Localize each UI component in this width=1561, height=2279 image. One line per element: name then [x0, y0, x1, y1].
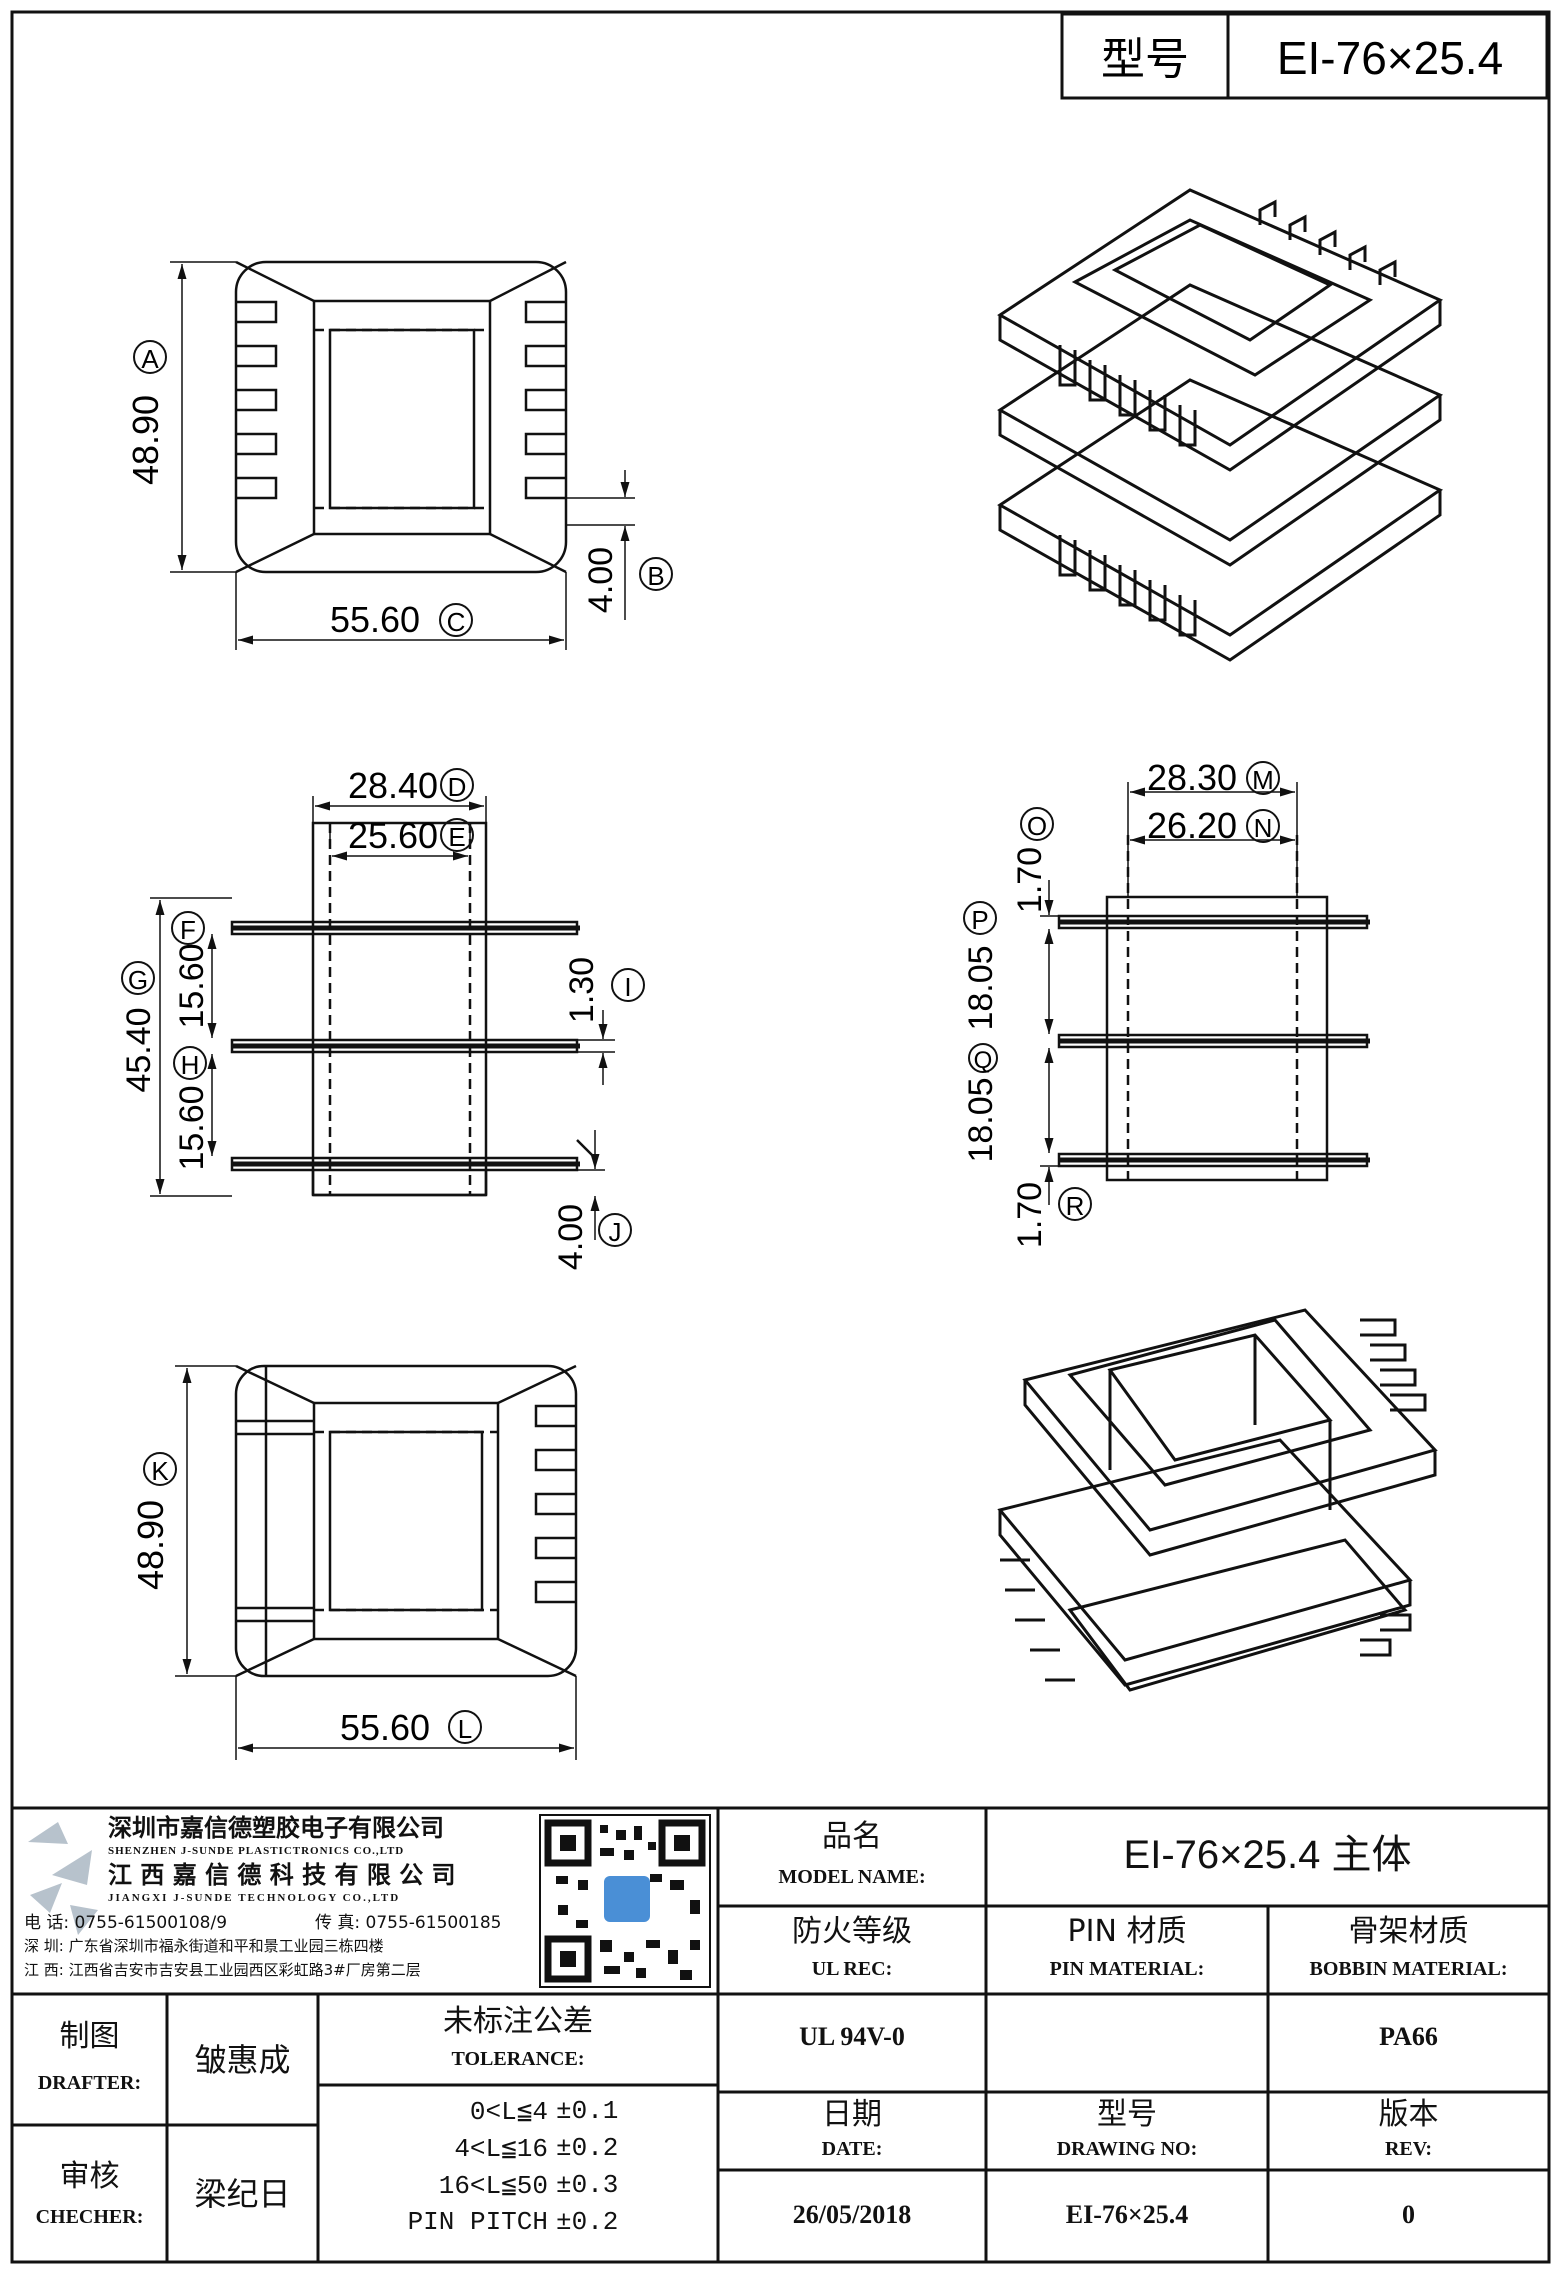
front-pin-tag: J — [609, 1217, 622, 1247]
front-total-height: 45.40 — [120, 1007, 158, 1092]
bobbin-material-label-cn: 骨架材质 — [1348, 1914, 1469, 1949]
side-inner-width: 26.20 — [1147, 805, 1237, 846]
bottom-height-tag: K — [151, 1456, 169, 1486]
bobbin-material-value: PA66 — [1379, 2022, 1438, 2051]
company-address-sz: 深 圳: 广东省深圳市福永街道和平和景工业园三栋四楼 — [24, 1937, 384, 1955]
front-mid-tag: I — [624, 972, 631, 1002]
side-bottom-tag: R — [1066, 1191, 1085, 1221]
tolerance-value: ±0.1 — [556, 2096, 619, 2126]
front-lower-tag: H — [181, 1050, 200, 1080]
front-view — [150, 796, 615, 1240]
tolerance-row: 0<L≦4 ±0.1 — [318, 2092, 718, 2128]
model-name-label-en: MODEL NAME: — [778, 1866, 926, 1888]
side-top-flange: 1.70 — [1011, 847, 1049, 913]
title-block-grid — [12, 1806, 1549, 2262]
top-height-tag: A — [141, 344, 159, 374]
front-mid-flange: 1.30 — [563, 957, 601, 1023]
front-flange-tag: F — [180, 915, 196, 945]
company-address-jx: 江 西: 江西省吉安市吉安县工业园西区彩虹路3#厂房第二层 — [24, 1961, 421, 1979]
tolerance-row: 16<L≦50 ±0.3 — [318, 2166, 718, 2202]
tolerance-value: ±0.2 — [556, 2133, 619, 2163]
drafter-label-en: DRAFTER: — [37, 2072, 142, 2094]
tolerance-range: 4<L≦16 — [454, 2134, 548, 2164]
ul-label-cn: 防火等级 — [792, 1914, 912, 1949]
company-name-cn-1: 深圳市嘉信德塑胶电子有限公司 — [108, 1814, 444, 1842]
side-upper-height: 18.05 — [962, 945, 1000, 1030]
company-name-en-1: SHENZHEN J-SUNDE PLASTICTRONICS CO.,LTD — [108, 1845, 405, 1857]
drawing-no-value: EI-76×25.4 — [1065, 2200, 1189, 2229]
company-fax: 传 真: 0755-61500185 — [315, 1913, 502, 1933]
company-name-cn-2: 江 西 嘉 信 德 科 技 有 限 公 司 — [108, 1861, 456, 1889]
company-logo-icon — [28, 1822, 98, 1935]
front-inner-width: 25.60 — [348, 815, 438, 856]
front-total-tag: G — [128, 965, 148, 995]
tolerance-range: 16<L≦50 — [438, 2171, 548, 2201]
bobbin-material-label-en: BOBBIN MATERIAL: — [1309, 1958, 1508, 1980]
header-model-box: 型号 EI-76×25.4 — [1060, 12, 1549, 100]
header-model-label: 型号 — [1101, 34, 1189, 85]
drawing-no-label-cn: 型号 — [1097, 2097, 1157, 2132]
tolerance-range: PIN PITCH — [407, 2207, 548, 2237]
front-outer-width: 28.40 — [348, 765, 438, 806]
company-name-en-2: JIANGXI J-SUNDE TECHNOLOGY CO.,LTD — [108, 1892, 401, 1904]
ul-value: UL 94V-0 — [799, 2022, 905, 2051]
header-model-value: EI-76×25.4 — [1277, 32, 1503, 84]
front-outer-tag: D — [448, 772, 467, 802]
bottom-height-dim: 48.90 — [130, 1500, 171, 1590]
top-height-dim: 48.90 — [125, 395, 166, 485]
model-name-label-cn: 品名 — [822, 1819, 882, 1854]
iso-view-bottom — [997, 1308, 1438, 1692]
pin-material-label-cn: PIN 材质 — [1067, 1914, 1187, 1949]
tolerance-value: ±0.3 — [556, 2170, 619, 2200]
qr-code-icon — [539, 1814, 711, 1988]
ul-label-en: UL REC: — [811, 1958, 893, 1980]
top-width-tag: C — [447, 607, 466, 637]
top-pin-tag: B — [647, 561, 664, 591]
front-lower-winding: 15.60 — [173, 1085, 211, 1170]
rev-label-cn: 版本 — [1378, 2097, 1439, 2132]
top-view — [170, 260, 635, 650]
side-outer-tag: M — [1252, 765, 1274, 795]
side-top-tag: O — [1027, 811, 1047, 841]
sheet-border — [10, 10, 1551, 2264]
iso-view-top — [997, 188, 1444, 662]
tolerance-value: ±0.2 — [556, 2207, 619, 2237]
tolerance-row: 4<L≦16 ±0.2 — [318, 2129, 718, 2165]
drafter-label-cn: 制图 — [59, 2019, 120, 2054]
rev-value: 0 — [1402, 2200, 1415, 2229]
bottom-width-tag: L — [458, 1714, 472, 1744]
pin-material-label-en: PIN MATERIAL: — [1049, 1958, 1205, 1980]
drawing-no-label-en: DRAWING NO: — [1056, 2138, 1198, 2160]
front-pin-length: 4.00 — [552, 1204, 590, 1270]
checker-value: 梁纪日 — [194, 2175, 291, 2213]
tolerance-row: PIN PITCH ±0.2 — [318, 2203, 718, 2239]
checker-label-en: CHECHER: — [35, 2206, 144, 2228]
front-inner-tag: E — [448, 822, 465, 852]
checker-label-cn: 审核 — [59, 2159, 120, 2194]
side-lower-tag: Q — [974, 1047, 993, 1074]
side-lower-height: 18.05 — [962, 1077, 1000, 1162]
tolerance-range: 0<L≦4 — [469, 2097, 548, 2127]
top-pin-dim: 4.00 — [582, 547, 620, 613]
front-upper-winding: 15.60 — [173, 943, 211, 1028]
date-value: 26/05/2018 — [792, 2200, 912, 2229]
tolerance-label-cn: 未标注公差 — [443, 2004, 593, 2039]
drafter-value: 皱惠成 — [194, 2041, 291, 2079]
bottom-view — [175, 1364, 578, 1760]
date-label-cn: 日期 — [822, 2097, 882, 2132]
bottom-width-dim: 55.60 — [340, 1707, 430, 1748]
side-upper-tag: P — [971, 905, 988, 935]
model-name-value: EI-76×25.4 主体 — [1123, 1833, 1412, 1877]
company-phone: 电 话: 0755-61500108/9 — [24, 1913, 228, 1933]
side-outer-width: 28.30 — [1147, 757, 1237, 798]
top-width-dim: 55.60 — [330, 599, 420, 640]
rev-label-en: REV: — [1384, 2138, 1433, 2160]
side-bottom-flange: 1.70 — [1011, 1182, 1049, 1248]
tolerance-label-en: TOLERANCE: — [451, 2048, 585, 2070]
side-inner-tag: N — [1254, 813, 1273, 843]
side-view — [1040, 782, 1370, 1205]
date-label-en: DATE: — [821, 2138, 883, 2160]
